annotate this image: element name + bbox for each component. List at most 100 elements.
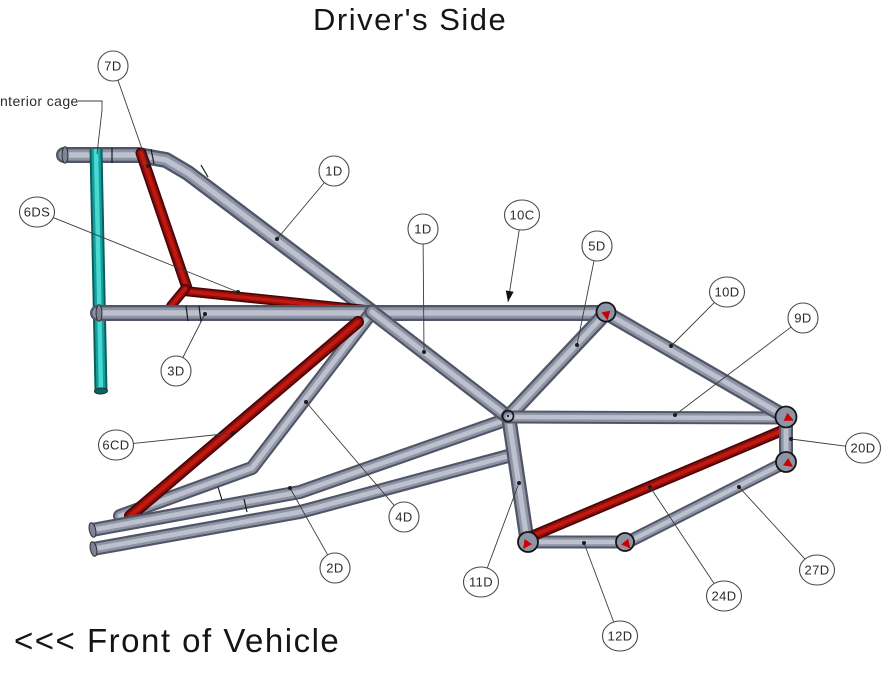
leader-line	[576, 260, 595, 346]
leader-dot	[789, 437, 793, 441]
leader-arrowhead	[505, 290, 514, 302]
balloon-circle	[503, 199, 541, 231]
bend-tick	[200, 164, 209, 178]
bend-tick	[198, 305, 202, 323]
tube-6cd-red-diagonal	[124, 316, 364, 522]
balloon-circle	[97, 50, 129, 82]
tube-end-marker-end-lower-right	[775, 451, 797, 473]
leader-dot	[575, 343, 579, 347]
leader-dot	[673, 413, 677, 417]
leader-line	[133, 432, 234, 444]
callout-4d-13: 4D	[304, 400, 420, 533]
callout-20d-7: 20D	[789, 432, 882, 464]
junction-ring-ring-11d-junction	[501, 409, 515, 423]
callout-6ds-15: 6DS	[18, 196, 240, 294]
leader-line	[486, 482, 520, 569]
tube-cap-roof-end-cap	[61, 146, 69, 164]
callout-27d-8: 27D	[737, 485, 836, 586]
tube-2d-frame-rail	[90, 412, 511, 537]
balloon-label: 3D	[167, 364, 184, 379]
leader-line	[790, 438, 846, 447]
tube-roof-a-pillar	[56, 147, 380, 320]
leader-line	[583, 542, 615, 623]
tube-10d-diagonal	[600, 306, 794, 425]
callout-9d-6: 9D	[673, 302, 819, 417]
balloon-label: 10D	[714, 285, 739, 300]
tube-interior-cage-tube	[89, 148, 108, 392]
leader-line	[305, 401, 395, 506]
bend-tick	[243, 498, 248, 513]
balloon-circle	[581, 230, 613, 262]
tube-cap-rail-2d-end-cap	[88, 522, 97, 538]
leader-line	[289, 487, 329, 556]
tube-24d-red-diagonal	[524, 425, 787, 543]
tube-end-marker-end-bottom-left	[517, 531, 539, 553]
leader-dot	[517, 481, 521, 485]
callout-5d-4: 5D	[575, 230, 613, 347]
tube-cap-teal-bottom-cap	[94, 387, 108, 395]
balloon-circle	[388, 501, 420, 533]
callout-7d-0: 7D	[97, 50, 150, 168]
balloon-label: 11D	[469, 575, 493, 590]
callout-10c-3: 10C	[503, 199, 541, 303]
balloon-label: 2D	[326, 561, 343, 576]
balloon-label: 12D	[607, 629, 632, 644]
tube-6ds-red-stub	[166, 284, 190, 311]
callout-1d-2: 1D	[407, 213, 439, 354]
callout-10d-5: 10D	[669, 276, 746, 348]
balloon-label: 1D	[414, 222, 431, 237]
interior-cage-leader	[78, 100, 103, 155]
balloon-label: 6DS	[24, 205, 51, 220]
leader-dot	[203, 312, 207, 316]
bend-tick	[217, 486, 223, 501]
tube-cap-rail-lower-end-cap	[89, 541, 98, 557]
leader-dot	[648, 485, 652, 489]
balloon-circle	[844, 432, 882, 464]
leader-line	[53, 217, 239, 293]
callout-2d-12: 2D	[288, 486, 351, 584]
leader-line	[670, 302, 715, 347]
tube-end-marker-end-belt-right	[595, 301, 617, 323]
leader-dot	[422, 350, 426, 354]
callout-3d-16: 3D	[160, 312, 207, 387]
front-of-vehicle-label: <<< Front of Vehicle	[14, 622, 341, 659]
balloon-circle	[97, 429, 135, 461]
callout-12d-10: 12D	[582, 541, 639, 652]
leader-dot	[669, 344, 673, 348]
balloon-label: 6CD	[102, 438, 129, 453]
balloon-circle	[708, 276, 746, 308]
leader-line	[674, 326, 792, 416]
interior-cage-label: nterior cage	[0, 93, 79, 109]
leader-dot	[304, 400, 308, 404]
balloon-label: 10C	[509, 208, 534, 223]
tube-5d-diagonal	[500, 305, 614, 425]
balloon-circle	[705, 580, 743, 612]
balloon-label: 7D	[104, 59, 121, 74]
leader-line	[507, 229, 520, 303]
leader-dot	[275, 237, 279, 241]
leader-line	[276, 182, 325, 240]
tube-end-marker-end-upper-right	[774, 405, 798, 429]
leader-dot	[146, 164, 150, 168]
leader-line	[649, 486, 715, 584]
leader-dot	[737, 485, 741, 489]
balloon-label: 27D	[804, 563, 829, 578]
tube-9d-horizontal	[501, 410, 793, 425]
balloon-circle	[601, 620, 639, 652]
leader-dot	[236, 290, 240, 294]
balloon-label: 5D	[588, 239, 605, 254]
balloon-label: 9D	[794, 311, 811, 326]
leader-line	[182, 313, 206, 358]
leader-line	[422, 243, 425, 353]
tube-end-marker-end-bottom-right	[615, 532, 635, 552]
callout-1d-1: 1D	[275, 155, 350, 241]
leader-line	[738, 486, 806, 560]
balloon-label: 1D	[325, 164, 342, 179]
tube-11d-post	[501, 411, 535, 548]
balloon-label: 24D	[711, 589, 736, 604]
balloon-circle	[462, 566, 500, 598]
leader-dot	[288, 486, 292, 490]
callout-24d-9: 24D	[648, 485, 743, 612]
balloon-label: 20D	[850, 441, 875, 456]
